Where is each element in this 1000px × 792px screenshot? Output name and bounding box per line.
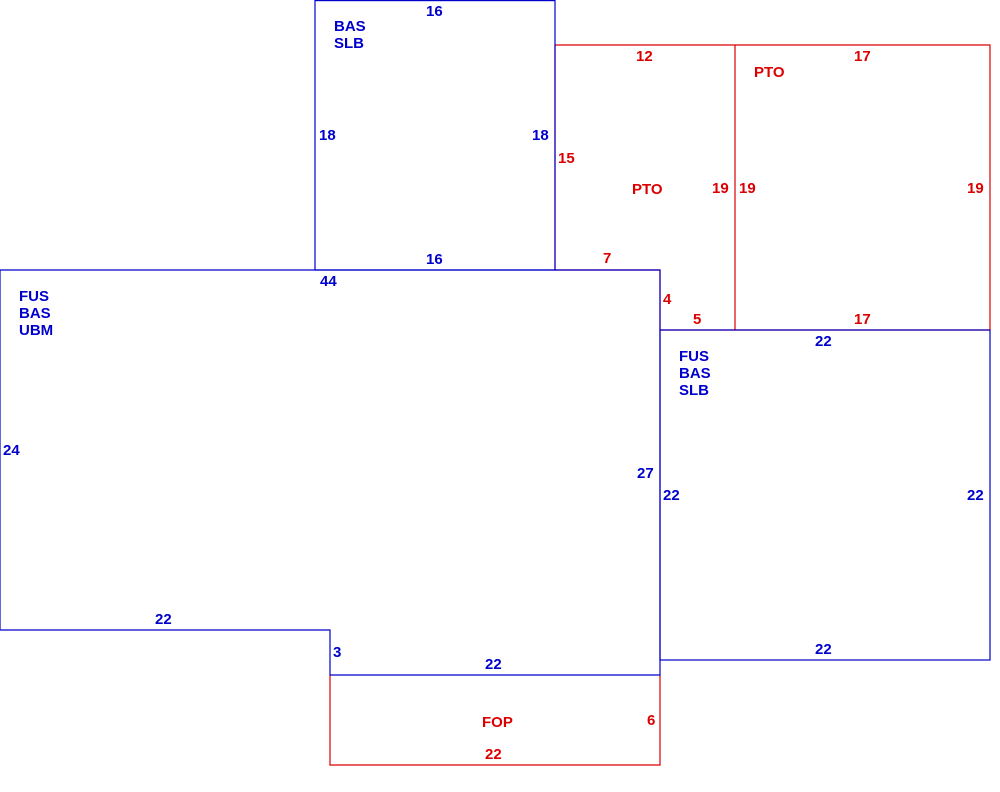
main-area-outline — [0, 269, 661, 676]
dimension-label: 4 — [663, 291, 672, 308]
area-code: FUS — [679, 348, 709, 365]
dimension-label: 3 — [333, 644, 341, 661]
dimension-label: 5 — [693, 311, 701, 328]
dimension-label: 19 — [739, 180, 756, 197]
area-code: SLB — [679, 382, 709, 399]
dimension-label: 16 — [426, 3, 443, 20]
dimension-label: 22 — [663, 487, 680, 504]
area-code: BAS — [679, 365, 711, 382]
area-code: PTO — [754, 64, 785, 81]
dimension-label: 16 — [426, 251, 443, 268]
area-code: BAS — [334, 18, 366, 35]
fop-outline — [329, 675, 661, 766]
dimension-label: 6 — [647, 712, 655, 729]
dimension-label: 22 — [485, 656, 502, 673]
area-code: FUS — [19, 288, 49, 305]
area-code: FOP — [482, 714, 513, 731]
dimension-label: 22 — [815, 333, 832, 350]
right-slab-outline — [659, 329, 991, 661]
dimension-label: 15 — [558, 150, 575, 167]
area-code: PTO — [632, 181, 663, 198]
area-code: UBM — [19, 322, 53, 339]
area-code: BAS — [19, 305, 51, 322]
dimension-label: 18 — [319, 127, 336, 144]
dimension-label: 27 — [637, 465, 654, 482]
dimension-label: 7 — [603, 250, 611, 267]
dimension-label: 12 — [636, 48, 653, 65]
dimension-label: 17 — [854, 311, 871, 328]
dimension-label: 17 — [854, 48, 871, 65]
dimension-label: 19 — [712, 180, 729, 197]
pto-right-outline — [735, 44, 991, 331]
area-code: SLB — [334, 35, 364, 52]
dimension-label: 44 — [320, 273, 337, 290]
dimension-label: 18 — [532, 127, 549, 144]
dimension-label: 19 — [967, 180, 984, 197]
dimension-label: 22 — [155, 611, 172, 628]
dimension-label: 22 — [485, 746, 502, 763]
dimension-label: 22 — [815, 641, 832, 658]
dimension-label: 22 — [967, 487, 984, 504]
dimension-label: 24 — [3, 442, 20, 459]
